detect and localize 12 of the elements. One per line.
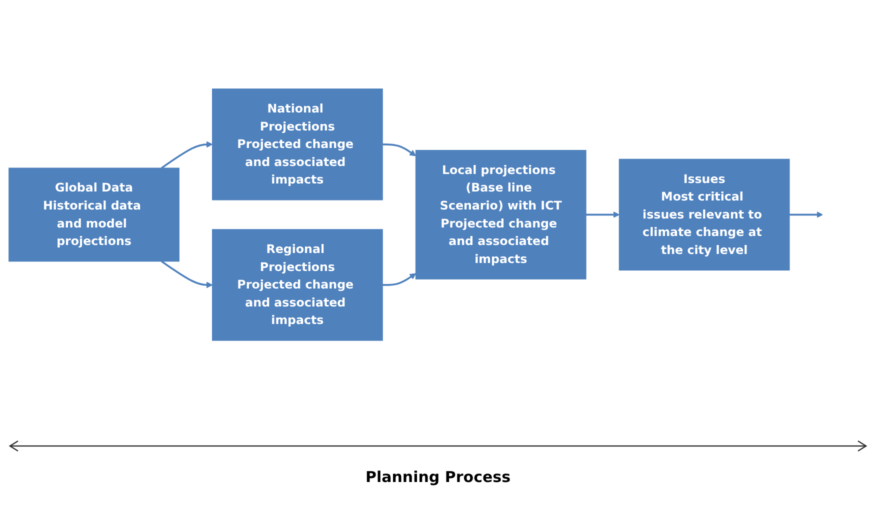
- arrow: [160, 141, 213, 170]
- node-box: Local projections (Base line Scenario) with ICT Projected change and associated impacts: [415, 150, 586, 280]
- arrow: [382, 144, 416, 156]
- node-box: Regional Projections Projected change and associated impacts: [212, 229, 383, 342]
- arrow: [382, 273, 416, 286]
- node-box: Issues Most critical issues relevant to climate change at the city level: [618, 159, 790, 271]
- node-box: National Projections Projected change and associated impacts: [212, 88, 383, 201]
- axis-label: Planning Process: [365, 468, 510, 486]
- arrow: [789, 212, 823, 218]
- arrow: [160, 260, 213, 289]
- node-box: Global Data Historical data and model projections: [8, 168, 180, 262]
- arrow: [586, 212, 620, 218]
